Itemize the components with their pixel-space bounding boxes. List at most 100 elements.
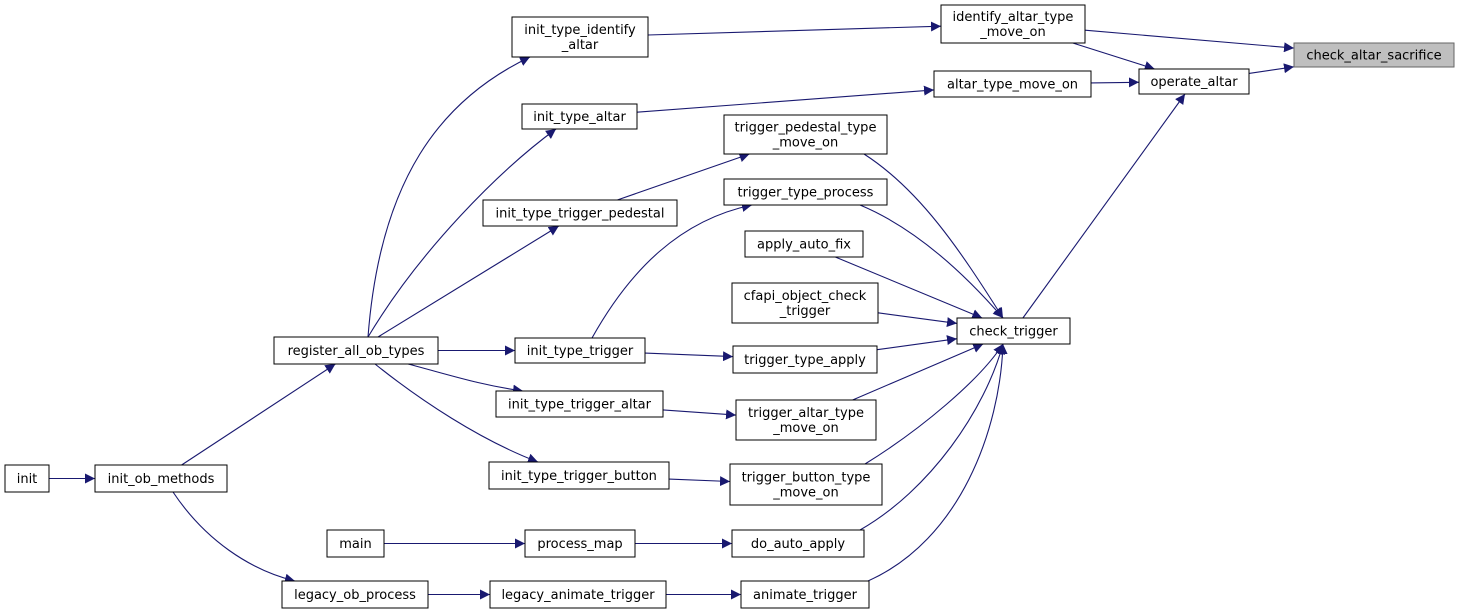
node-label: check_trigger (969, 325, 1058, 340)
node-box (489, 580, 667, 609)
node-box (740, 580, 870, 609)
node-box (1293, 42, 1455, 68)
node-trigger-pedestal-type-move-on[interactable]: trigger_pedestal_type_move_on (723, 114, 888, 155)
node-cfapi-object-check-trigger[interactable]: cfapi_object_check_trigger (731, 282, 879, 324)
node-init-type-trigger-button[interactable]: init_type_trigger_button (488, 461, 670, 490)
edges-layer (49, 21, 1295, 600)
node-label: trigger_type_apply (744, 353, 866, 368)
node-register-all-ob-types[interactable]: register_all_ob_types (273, 336, 439, 365)
node-box (956, 317, 1071, 345)
edge-apply-auto-fix-to-check-trigger (835, 256, 983, 319)
nodes-layer: check_altar_sacrifice identify_altar_type… (4, 4, 1455, 609)
node-box (326, 529, 385, 558)
node-label: operate_altar (1150, 75, 1238, 90)
node-operate-altar[interactable]: operate_altar (1138, 68, 1250, 95)
node-box (511, 16, 649, 58)
node-legacy-animate-trigger[interactable]: legacy_animate_trigger (489, 580, 667, 609)
node-label: trigger_button_type (742, 471, 871, 486)
node-init-type-trigger[interactable]: init_type_trigger (514, 337, 646, 364)
edge-operate-altar-to-check-altar-sacrifice (1248, 63, 1295, 74)
node-trigger-type-process[interactable]: trigger_type_process (723, 178, 888, 206)
node-identify-altar-type-move-on[interactable]: identify_altar_type_move_on (940, 4, 1086, 44)
node-check-altar-sacrifice[interactable]: check_altar_sacrifice (1293, 42, 1455, 68)
node-label: trigger_pedestal_type (735, 121, 877, 136)
node-trigger-button-type-move-on[interactable]: trigger_button_type_move_on (729, 463, 883, 506)
node-label: _move_on (772, 136, 839, 151)
node-label: init_type_trigger_button (501, 469, 657, 484)
node-init-type-trigger-altar[interactable]: init_type_trigger_altar (495, 390, 664, 418)
edge-identify-altar-type-move-on-to-check-altar-sacrifice (1084, 29, 1295, 53)
node-box (723, 178, 888, 206)
node-box (933, 70, 1092, 98)
node-trigger-altar-type-move-on[interactable]: trigger_altar_type_move_on (735, 399, 877, 441)
node-label: init_type_altar (533, 110, 626, 125)
node-box (731, 529, 865, 558)
node-init-type-identify-altar[interactable]: init_type_identify_altar (511, 16, 649, 58)
node-label: do_auto_apply (751, 537, 846, 552)
edge-register-all-ob-types-to-init-type-altar (367, 128, 557, 338)
node-label: identify_altar_type (953, 10, 1074, 25)
node-box (488, 461, 670, 490)
node-main[interactable]: main (326, 529, 385, 558)
node-label: trigger_type_process (738, 186, 874, 201)
node-label: init_type_trigger (527, 344, 634, 359)
edge-init-type-altar-to-altar-type-move-on (636, 85, 935, 113)
edge-register-all-ob-types-to-init-type-trigger-altar (407, 363, 524, 395)
node-box (735, 399, 877, 441)
node-init-type-trigger-pedestal[interactable]: init_type_trigger_pedestal (482, 199, 678, 227)
node-legacy-ob-process[interactable]: legacy_ob_process (281, 580, 429, 609)
edge-init-ob-methods-to-legacy-ob-process (172, 491, 296, 584)
node-init[interactable]: init (4, 464, 50, 493)
node-altar-type-move-on[interactable]: altar_type_move_on (933, 70, 1092, 98)
node-label: animate_trigger (753, 588, 858, 603)
edge-init-type-identify-altar-to-identify-altar-type-move-on (647, 21, 942, 36)
node-label: trigger_altar_type (748, 406, 864, 421)
node-label: cfapi_object_check (744, 289, 867, 304)
node-box (744, 230, 864, 258)
edge-trigger-button-type-move-on-to-check-trigger (864, 343, 1004, 465)
node-check-trigger[interactable]: check_trigger (956, 317, 1071, 345)
node-animate-trigger[interactable]: animate_trigger (740, 580, 870, 609)
edge-identify-altar-type-move-on-to-operate-altar (1072, 42, 1155, 71)
node-process-map[interactable]: process_map (524, 529, 636, 558)
edge-init-ob-methods-to-register-all-ob-types (181, 363, 336, 466)
node-do-auto-apply[interactable]: do_auto_apply (731, 529, 865, 558)
node-box (521, 103, 638, 130)
edge-register-all-ob-types-to-init-type-identify-altar (367, 56, 531, 338)
node-apply-auto-fix[interactable]: apply_auto_fix (744, 230, 864, 258)
node-init-ob-methods[interactable]: init_ob_methods (94, 464, 228, 493)
node-label: init_type_trigger_altar (508, 398, 652, 413)
node-box (1138, 68, 1250, 95)
edge-do-auto-apply-to-check-trigger (859, 343, 1006, 531)
node-label: _move_on (772, 421, 839, 436)
edge-cfapi-object-check-trigger-to-check-trigger (877, 312, 958, 328)
node-label: register_all_ob_types (288, 344, 425, 359)
node-label: _move_on (772, 486, 839, 501)
edge-init-type-trigger-altar-to-trigger-altar-type-move-on (662, 409, 737, 420)
node-trigger-type-apply[interactable]: trigger_type_apply (732, 345, 878, 374)
edge-trigger-type-apply-to-check-trigger (876, 335, 958, 351)
node-label: init (17, 472, 38, 487)
node-label: legacy_ob_process (294, 588, 416, 603)
node-box (94, 464, 228, 493)
node-label: _altar (561, 38, 599, 53)
node-label: process_map (537, 537, 622, 552)
edge-register-all-ob-types-to-init-type-trigger-pedestal (377, 225, 560, 338)
edge-register-all-ob-types-to-init-type-trigger-button (374, 363, 539, 464)
edge-init-type-trigger-to-trigger-type-process (591, 202, 753, 339)
edge-altar-type-move-on-to-operate-altar (1090, 77, 1140, 88)
node-label: check_altar_sacrifice (1306, 49, 1441, 64)
node-init-type-altar[interactable]: init_type_altar (521, 103, 638, 130)
edge-trigger-altar-type-move-on-to-check-trigger (852, 343, 984, 401)
node-label: apply_auto_fix (757, 238, 851, 253)
edge-check-trigger-to-operate-altar (1022, 93, 1186, 319)
node-box (732, 345, 878, 374)
node-label: init_type_trigger_pedestal (496, 207, 665, 222)
node-label: altar_type_move_on (947, 78, 1078, 93)
edge-trigger-pedestal-type-move-on-to-check-trigger (863, 153, 1004, 319)
node-label: legacy_animate_trigger (501, 588, 655, 603)
node-label: _move_on (979, 25, 1046, 40)
node-label: init_ob_methods (108, 472, 215, 487)
node-box (273, 336, 439, 365)
